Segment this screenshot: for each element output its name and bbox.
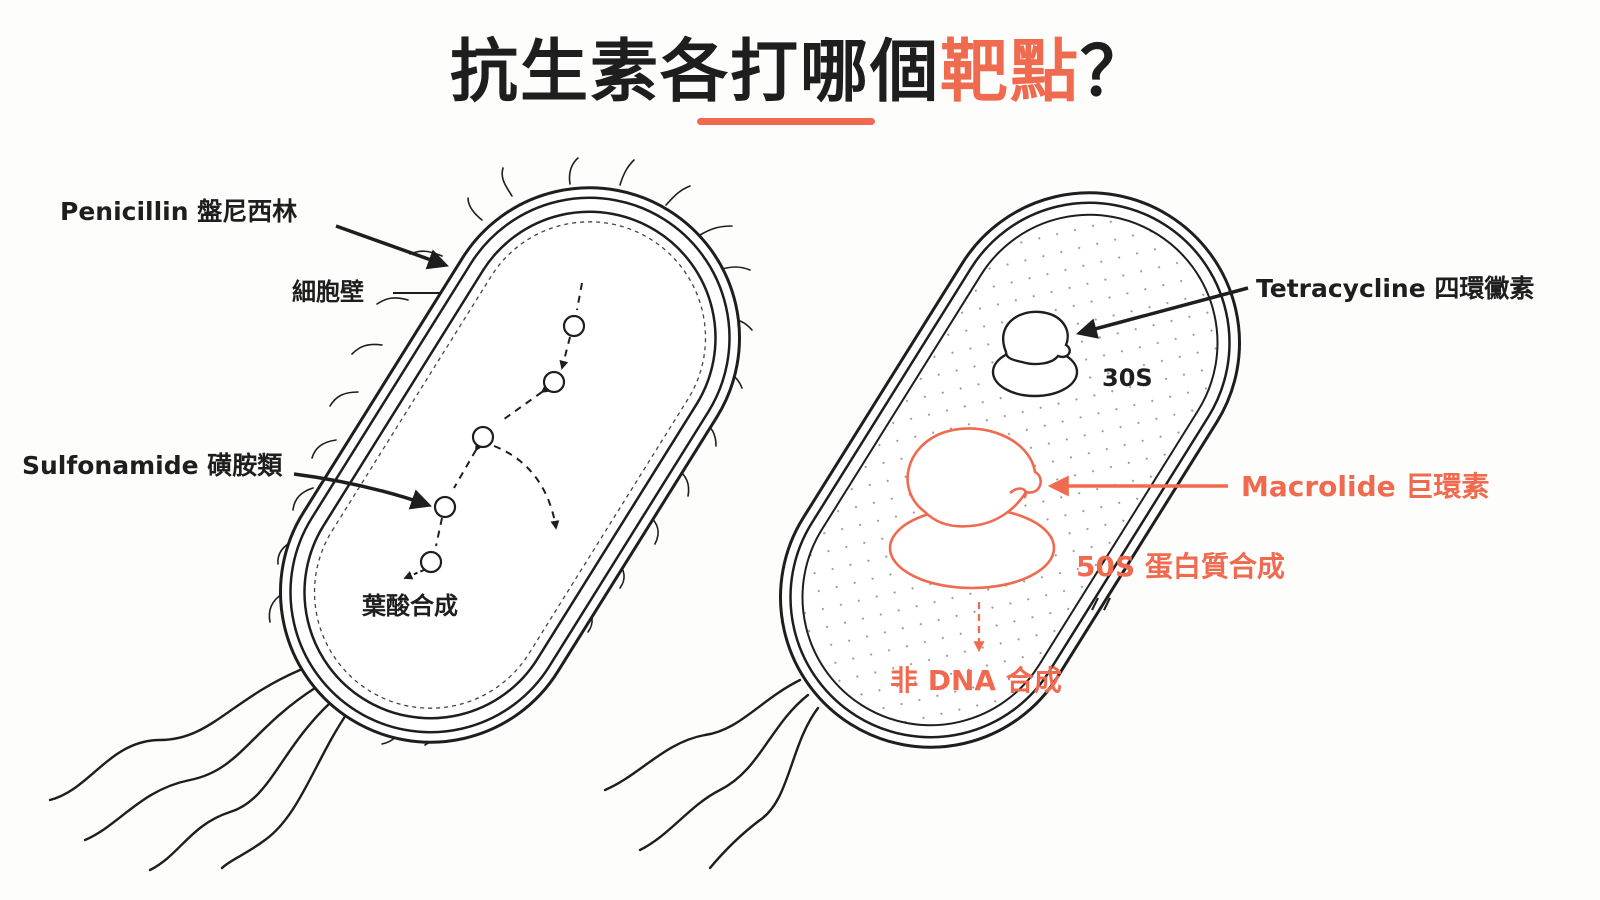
page-title: 抗生素各打哪個靶點？	[0, 28, 1600, 118]
ribosome-30s-label: 30S	[1102, 364, 1153, 392]
pathway-node-1	[562, 314, 586, 338]
title-question-mark: ？	[1080, 33, 1151, 112]
penicillin-arrow	[335, 224, 449, 270]
macrolide-label: Macrolide 巨環素	[1241, 470, 1489, 503]
ribosome-50s-label: 50S 蛋白質合成	[1076, 550, 1285, 583]
right-bacterium: 30S Tetracycline 四環黴素 Macrolide 巨環素 50S …	[603, 191, 1534, 870]
cutaway-ticks	[1091, 597, 1111, 611]
folate-pathway	[403, 282, 586, 580]
sulfonamide-label: Sulfonamide 磺胺類	[22, 451, 283, 480]
right-flagella	[603, 678, 820, 870]
title-main: 抗生素各打哪個	[449, 33, 940, 112]
cell-wall-cutaway	[1050, 430, 1400, 800]
pathway-node-3	[471, 425, 495, 449]
pathway-node-2	[542, 370, 566, 394]
pathway-node-4	[433, 495, 457, 519]
cell-wall-label: 細胞壁	[292, 278, 364, 306]
folate-synthesis-label: 葉酸合成	[361, 592, 458, 620]
pathway-node-5	[419, 550, 443, 574]
sulfonamide-arrow	[293, 472, 432, 510]
not-dna-synthesis-label: 非 DNA 合成	[890, 664, 1062, 697]
title-accent: 靶點	[939, 33, 1080, 112]
ribosome-50s	[888, 427, 1056, 590]
tetracycline-arrow	[1075, 286, 1249, 339]
title-underline	[697, 118, 875, 125]
penicillin-label: Penicillin 盤尼西林	[60, 197, 297, 226]
left-cell-body	[279, 186, 741, 744]
tetracycline-label: Tetracycline 四環黴素	[1256, 274, 1534, 303]
left-bacterium: Penicillin 盤尼西林 細胞壁 Sulfonamide 磺胺類 葉酸合成	[22, 157, 753, 872]
left-flagella	[48, 668, 350, 872]
ribosome-30s	[991, 310, 1079, 398]
